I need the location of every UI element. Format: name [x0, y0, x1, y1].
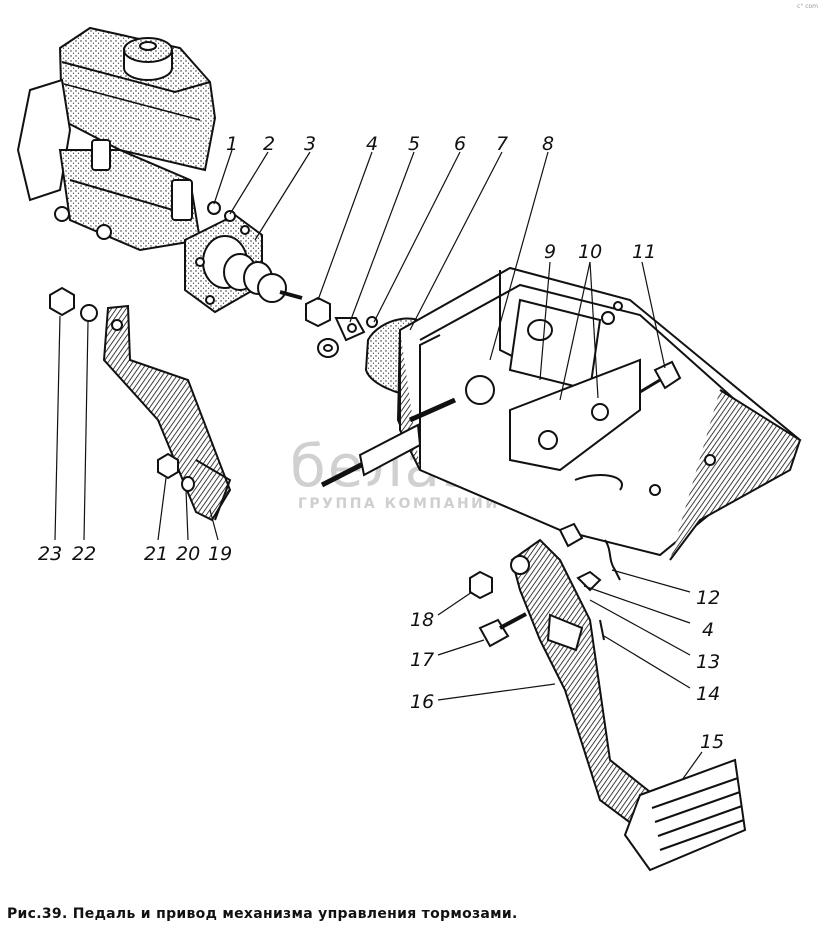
rubber-boot — [223, 253, 303, 303]
label-11: 11 — [632, 241, 656, 263]
washer-1-2 — [207, 201, 236, 222]
label-10: 10 — [578, 241, 602, 263]
label-21: 21 — [144, 543, 168, 565]
leader-lines — [54, 149, 703, 781]
nut-21 — [157, 452, 195, 492]
callout-labels: 1 2 3 4 5 6 7 8 9 10 11 12 4 13 14 15 16… — [38, 133, 724, 753]
pedal-19 — [102, 304, 232, 522]
label-2: 2 — [263, 133, 275, 155]
master-cylinder — [16, 26, 217, 252]
nut-4 — [305, 296, 339, 358]
label-7: 7 — [496, 133, 508, 155]
label-12: 12 — [696, 587, 720, 609]
watermark-subtitle: ГРУППА КОМПАНИИ — [298, 496, 500, 512]
hardware-17-18 — [469, 522, 621, 648]
label-19: 19 — [208, 543, 232, 565]
pushrod — [320, 397, 457, 488]
label-4: 4 — [366, 133, 378, 155]
nut-23 — [49, 286, 98, 322]
label-13: 13 — [696, 651, 720, 673]
label-1: 1 — [226, 133, 238, 155]
label-8: 8 — [542, 133, 554, 155]
label-17: 17 — [410, 649, 434, 671]
label-9: 9 — [544, 241, 556, 263]
brake-pedal — [510, 538, 662, 832]
figure-caption: Рис.39. Педаль и привод механизма управл… — [7, 906, 518, 922]
label-6: 6 — [454, 133, 466, 155]
pedal-bracket — [396, 266, 802, 561]
label-3: 3 — [304, 133, 316, 155]
label-20: 20 — [176, 543, 200, 565]
label-22: 22 — [72, 543, 96, 565]
label-18: 18 — [410, 609, 434, 631]
label-23: 23 — [38, 543, 62, 565]
label-15: 15 — [700, 731, 724, 753]
pedal-pad — [623, 758, 747, 872]
label-5: 5 — [408, 133, 420, 155]
corner-mark: c° com — [797, 3, 819, 10]
label-4b: 4 — [702, 619, 714, 641]
label-16: 16 — [410, 691, 434, 713]
label-14: 14 — [696, 683, 720, 705]
fork-5 — [334, 316, 378, 342]
